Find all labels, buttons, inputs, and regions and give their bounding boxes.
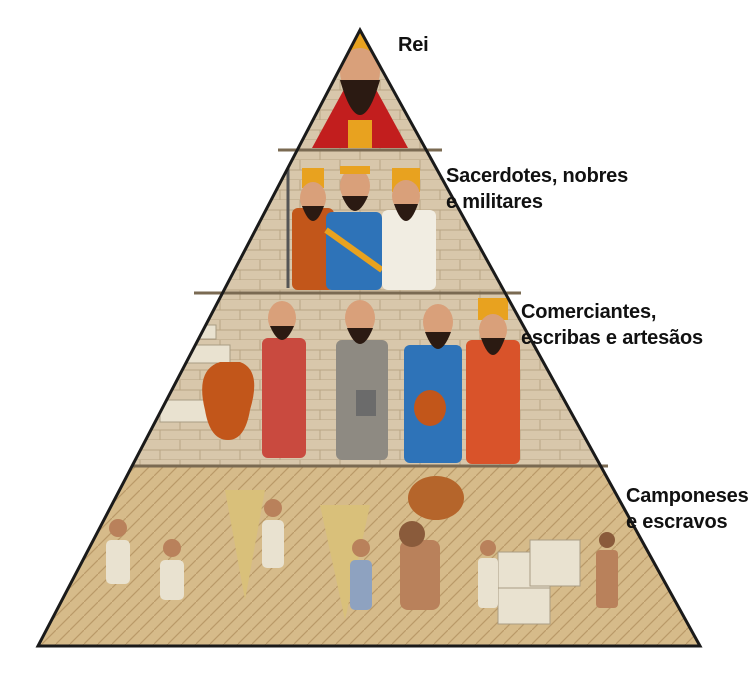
tier-label-line: Comerciantes, xyxy=(521,301,657,323)
tier-label-line: escribas e artesãos xyxy=(521,327,703,349)
tier-camponeses-field xyxy=(38,466,700,646)
tier-label-line: Sacerdotes, nobres xyxy=(446,165,629,187)
tier-label-line: Rei xyxy=(398,34,429,56)
tier-dividers xyxy=(132,148,608,468)
tier-comerciantes-figures xyxy=(159,298,520,464)
tier-label-rei: Rei xyxy=(398,32,429,58)
king-figure xyxy=(312,30,408,148)
tier-camponeses-figures xyxy=(106,476,618,625)
tier-label-line: e militares xyxy=(446,191,543,213)
tier-label-sacerdotes: Sacerdotes, nobres e militares xyxy=(446,163,628,215)
tier-sacerdotes-figures xyxy=(286,150,436,290)
tier-label-line: Camponeses xyxy=(626,485,749,507)
tier-label-line: e escravos xyxy=(626,511,728,533)
tier-label-camponeses: Camponeses e escravos xyxy=(626,483,749,535)
tier-label-comerciantes: Comerciantes, escribas e artesãos xyxy=(521,299,703,351)
pyramid-outline xyxy=(35,26,703,648)
